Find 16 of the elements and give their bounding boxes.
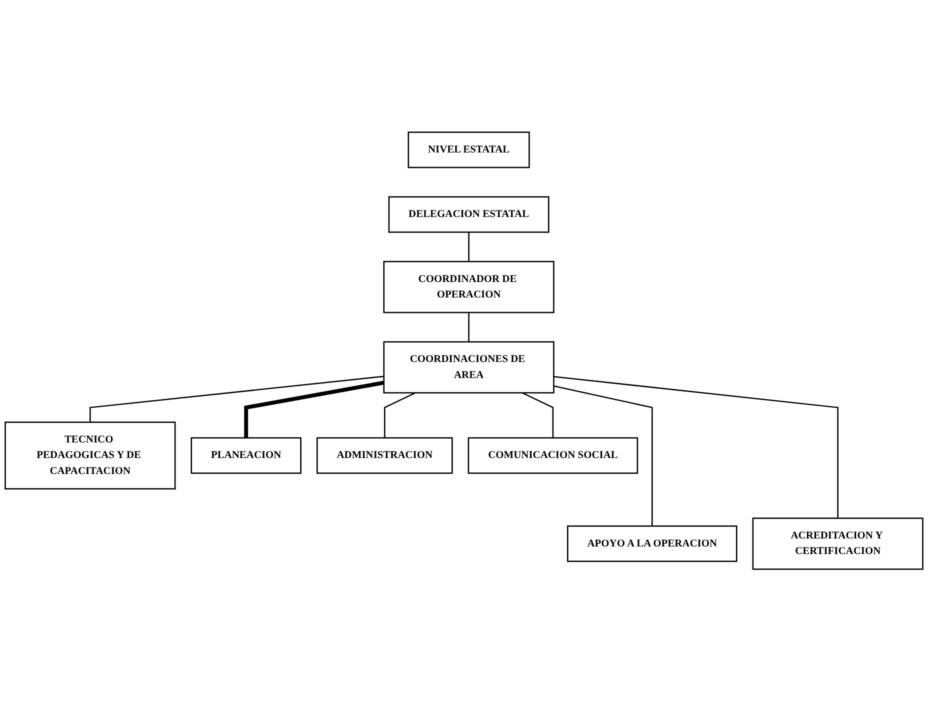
connector <box>554 385 653 526</box>
connector <box>468 312 470 342</box>
connector <box>244 380 384 438</box>
connector <box>468 232 470 262</box>
node-box: ADMINISTRACION <box>316 437 453 474</box>
node-box: COMUNICACION SOCIAL <box>468 437 638 474</box>
node-box: ACREDITACION Y CERTIFICACION <box>752 517 924 570</box>
connector <box>90 376 384 422</box>
node-box: TECNICO PEDAGOGICAS Y DE CAPACITACION <box>4 421 176 490</box>
node-box: DELEGACION ESTATAL <box>388 196 550 233</box>
node-box: APOYO A LA OPERACION <box>567 525 738 562</box>
node-box: NIVEL ESTATAL <box>408 131 530 168</box>
node-box: COORDINADOR DE OPERACION <box>383 260 554 313</box>
node-box: PLANEACION <box>190 437 302 474</box>
connector <box>554 376 838 518</box>
node-box: COORDINACIONES DE AREA <box>383 341 554 394</box>
